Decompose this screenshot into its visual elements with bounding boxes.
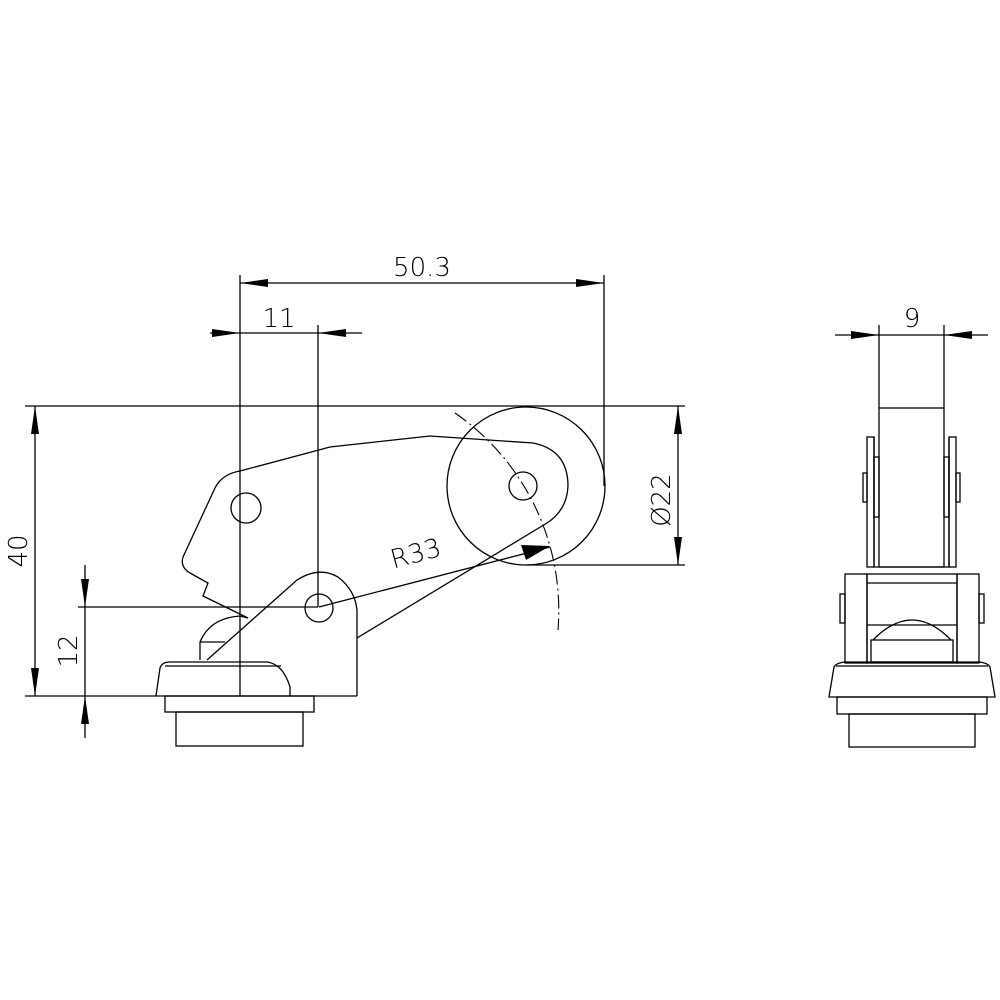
- axle-nut-left: [862, 472, 868, 503]
- switch-head-side: [828, 661, 996, 698]
- housing-side-left: [844, 573, 868, 664]
- pivot-hole: [304, 593, 334, 623]
- axle-nut-right: [955, 472, 961, 503]
- dimension-12: 12: [54, 565, 89, 738]
- switch-collar-side: [836, 696, 988, 715]
- dimension-label: 11: [262, 304, 295, 334]
- dimension-label: 40: [4, 534, 34, 567]
- dimension-diameter-22: Ø22: [647, 406, 682, 565]
- pivot-body: [206, 571, 358, 696]
- switch-body: [175, 711, 304, 747]
- bushing-right: [943, 456, 950, 518]
- pin-right: [978, 593, 985, 624]
- dimension-label: Ø22: [647, 473, 677, 527]
- roller-side: [878, 407, 945, 568]
- switch-body-side: [848, 713, 976, 748]
- switch-head: [155, 661, 291, 697]
- lever-hole: [230, 492, 262, 524]
- dimension-9: 9: [835, 304, 988, 408]
- roller: [446, 406, 606, 566]
- front-view: 50.3 11 40 12 Ø22: [4, 253, 685, 747]
- pin-left: [839, 593, 846, 624]
- pivot-housing: [866, 573, 958, 664]
- dimension-label: 12: [54, 634, 84, 667]
- plunger-stem: [199, 641, 225, 660]
- plunger-base-side: [870, 639, 954, 663]
- dimension-label: 9: [904, 304, 921, 334]
- radius-arrowhead: [521, 545, 550, 560]
- radius-line: [318, 546, 551, 608]
- roller-axle-hole: [508, 471, 538, 501]
- radius-label: R33: [387, 533, 444, 575]
- dimension-label: 50.3: [393, 253, 451, 283]
- lever-arm: [181, 435, 569, 639]
- switch-collar: [164, 695, 315, 713]
- dimension-40: 40: [4, 406, 39, 696]
- swing-arc: [454, 412, 560, 631]
- housing-side-right: [956, 573, 980, 664]
- fork-plate-left: [866, 436, 875, 568]
- dimension-11: 11: [210, 304, 362, 337]
- side-view: 9: [828, 304, 996, 748]
- bushing-left: [873, 456, 880, 518]
- fork-plate-right: [948, 436, 957, 568]
- dimension-50-3: 50.3: [240, 253, 604, 287]
- fork-inner: [873, 437, 950, 568]
- plunger-dome: [199, 615, 249, 643]
- plunger-dome-side: [872, 619, 952, 641]
